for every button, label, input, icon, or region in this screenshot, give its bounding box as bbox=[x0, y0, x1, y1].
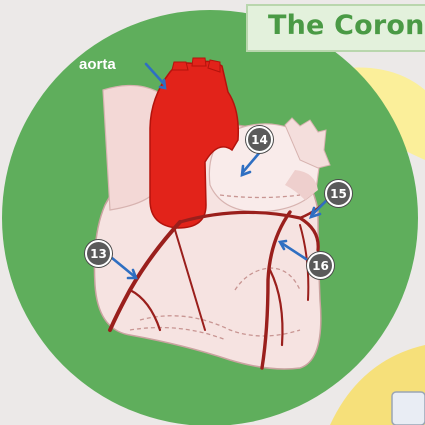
aortic-branch-1 bbox=[172, 62, 188, 70]
marker-14: 14 bbox=[246, 126, 273, 153]
marker-16: 16 bbox=[307, 252, 334, 279]
marker-15: 15 bbox=[325, 180, 352, 207]
page-title: The Coron bbox=[268, 10, 425, 41]
aorta-label: aorta bbox=[79, 56, 116, 73]
corner-icon bbox=[392, 392, 425, 425]
aortic-branch-2 bbox=[192, 58, 206, 66]
marker-13: 13 bbox=[85, 240, 112, 267]
